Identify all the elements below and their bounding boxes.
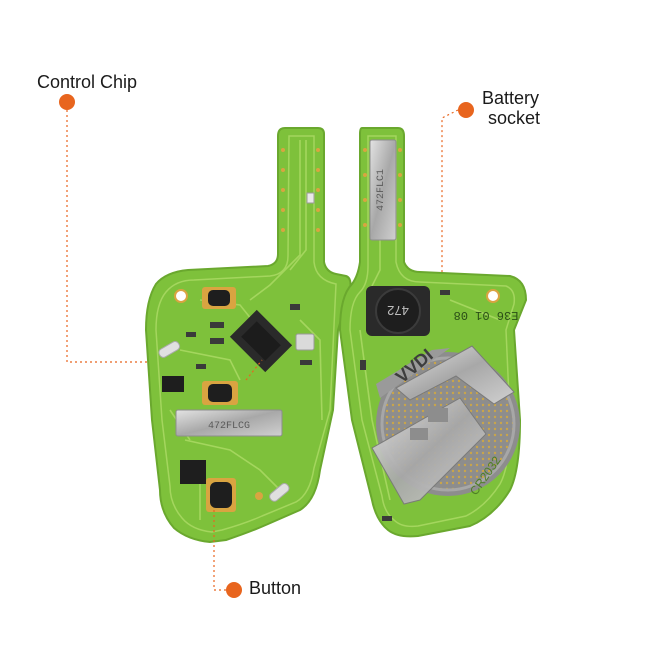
orange-dot-icon bbox=[226, 582, 242, 598]
middle-tactile-button bbox=[202, 381, 238, 405]
battery-socket: VVDI CR2032 bbox=[371, 345, 520, 505]
battery-socket-label-line1: Battery bbox=[482, 88, 540, 108]
inductor-right-marking: 472FLC1 bbox=[376, 169, 387, 211]
battery-socket-label: Battery socket bbox=[482, 88, 540, 128]
control-chip-label: Control Chip bbox=[37, 72, 138, 92]
round-inductor-marking: 472 bbox=[387, 303, 409, 318]
orange-dot-icon bbox=[458, 102, 474, 118]
callout-button bbox=[213, 359, 263, 598]
orange-dot-icon bbox=[59, 94, 75, 110]
bottom-tactile-button bbox=[206, 478, 236, 512]
button-label: Button bbox=[249, 578, 302, 598]
inductor-left-marking: 472FLCG bbox=[208, 421, 250, 432]
callout-battery-socket bbox=[441, 102, 474, 272]
round-inductor: 472 bbox=[366, 286, 430, 336]
control-chip bbox=[229, 309, 293, 373]
battery-socket-label-line2: socket bbox=[488, 108, 541, 128]
inductor-left: 472FLCG bbox=[175, 409, 283, 437]
upper-tactile-button bbox=[202, 287, 236, 309]
right-circuit-board: 472FLC1 472 E36 01 08 VVDI CR2032 bbox=[338, 127, 528, 538]
inductor-right: 472FLC1 bbox=[369, 139, 397, 241]
left-circuit-board: 472FLCG bbox=[144, 127, 352, 544]
callout-control-chip bbox=[59, 94, 150, 363]
date-code-marking: E36 01 08 bbox=[454, 308, 519, 322]
